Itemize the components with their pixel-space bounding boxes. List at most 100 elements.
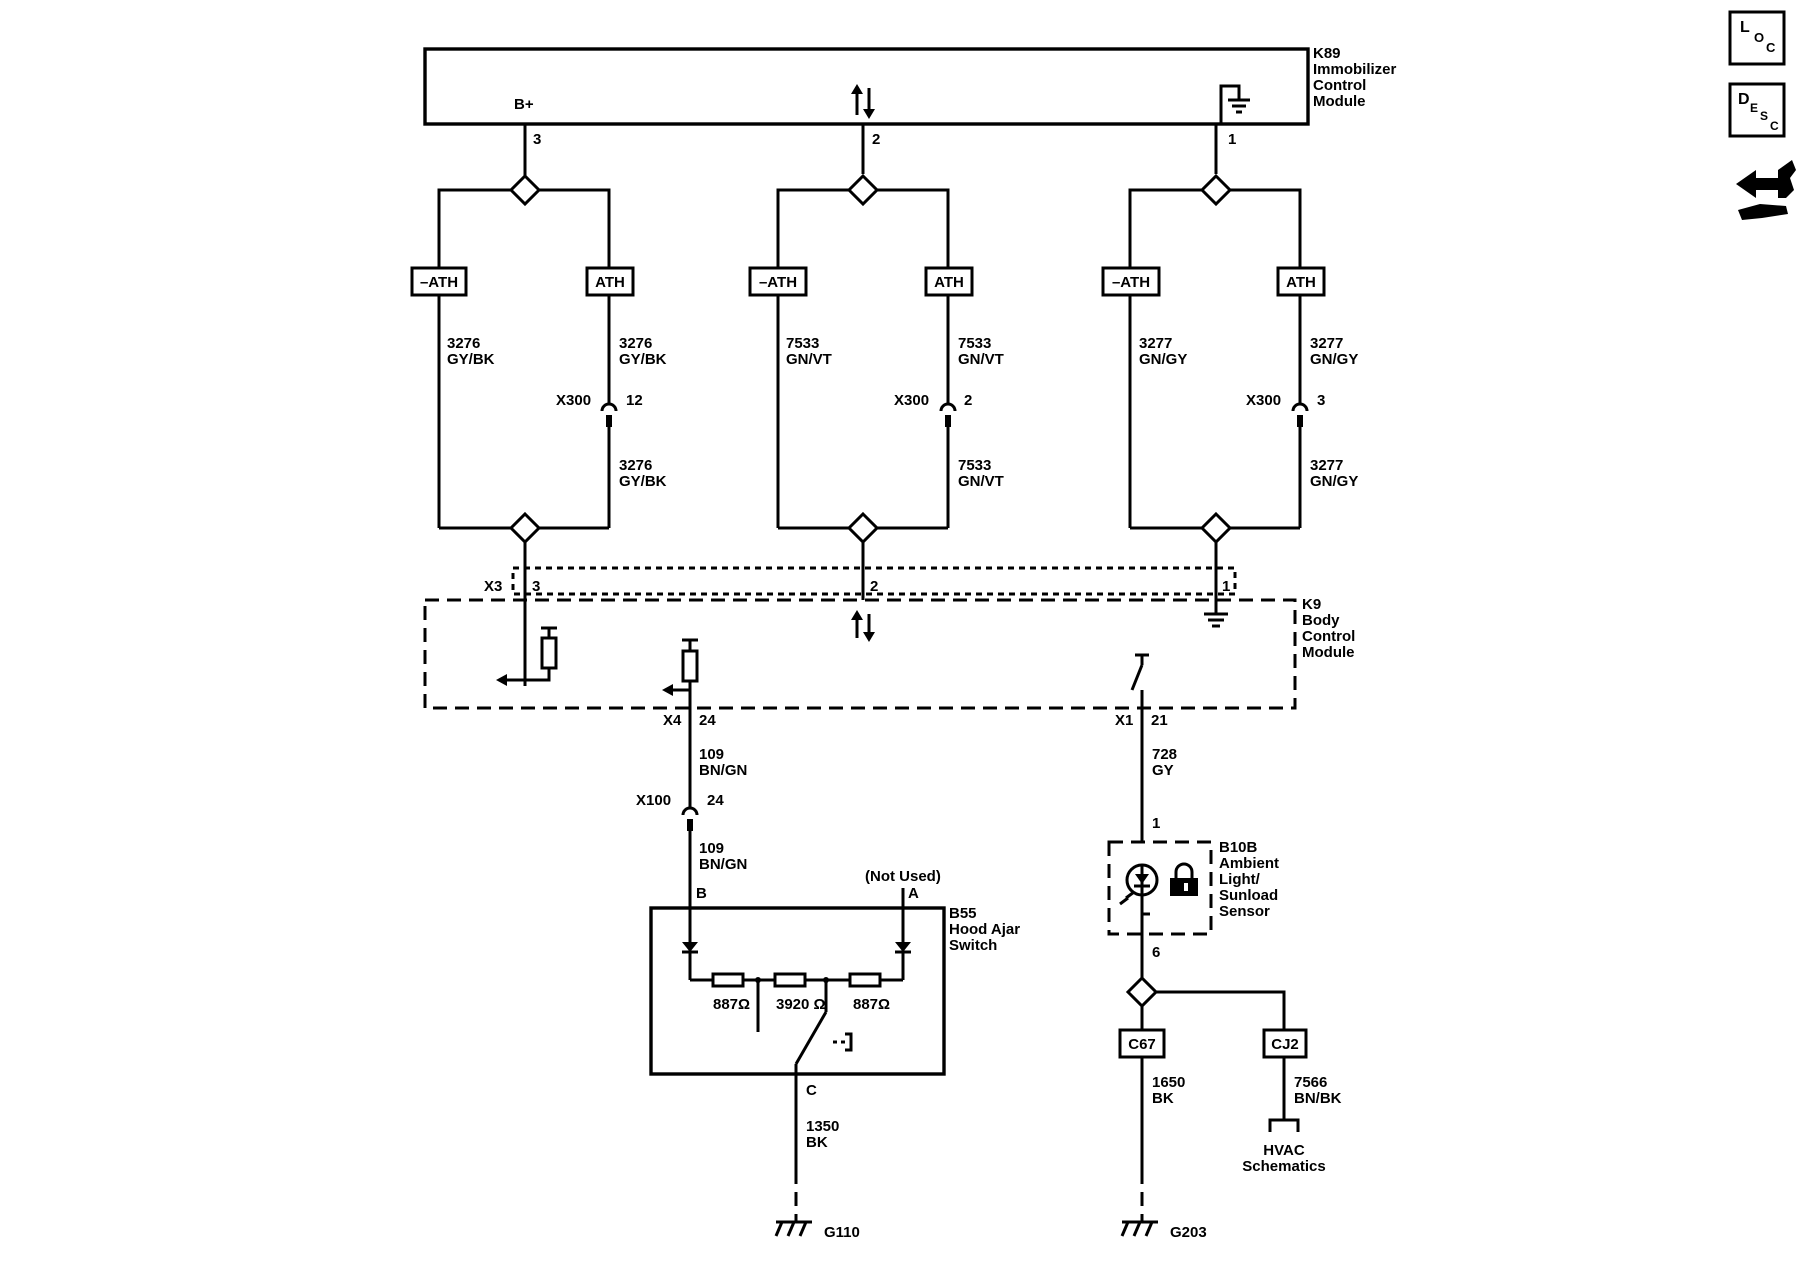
loc-icon[interactable]: L O C xyxy=(1728,10,1786,66)
splice-3277-top xyxy=(1199,173,1233,207)
c3276-right-color: GY/BK xyxy=(619,351,667,368)
repair-wrench-icon[interactable] xyxy=(1736,160,1796,220)
desc-icon[interactable]: D E S C xyxy=(1728,82,1786,138)
x3-pin-1: 1 xyxy=(1222,578,1230,595)
option-ath-1-label: ATH xyxy=(595,274,625,291)
b55-switch-box xyxy=(649,906,946,1076)
c3277-right-num: 3277 xyxy=(1310,335,1343,352)
desc-letter-c: C xyxy=(1770,119,1779,133)
c3277-low-num: 3277 xyxy=(1310,457,1343,474)
k9-name-line3: Module xyxy=(1302,644,1355,661)
x300-label-3: X300 xyxy=(1246,392,1281,409)
x4-label: X4 xyxy=(663,712,682,729)
g110-ground-icon xyxy=(774,1220,812,1237)
k89-pin-3: 3 xyxy=(533,131,541,148)
lock-icon xyxy=(1170,862,1198,896)
desc-letter-d: D xyxy=(1738,91,1750,108)
w1650-color: BK xyxy=(1152,1090,1174,1107)
circuit-3277-group xyxy=(1128,124,1302,612)
b55-r1: 887Ω xyxy=(713,996,750,1013)
x300-pin3-connector-icon xyxy=(1291,402,1309,427)
c3277-left-num: 3277 xyxy=(1139,335,1172,352)
c7533-left-color: GN/VT xyxy=(786,351,832,368)
w109b-num: 109 xyxy=(699,840,724,857)
b55-ref: B55 xyxy=(949,905,977,922)
b10b-sensor-box xyxy=(1107,840,1213,936)
c3276-right-num: 3276 xyxy=(619,335,652,352)
b10b-ref: B10B xyxy=(1219,839,1258,856)
c3276-low-num: 3276 xyxy=(619,457,652,474)
x300-pin-3: 3 xyxy=(1317,392,1325,409)
c3276-left-num: 3276 xyxy=(447,335,480,352)
x300-pin2-connector-icon xyxy=(939,402,957,427)
k89-ground-icon xyxy=(1219,84,1250,124)
x300-pin12-connector-icon xyxy=(600,402,618,427)
k9-name-line2: Control xyxy=(1302,628,1355,645)
k89-ref: K89 xyxy=(1313,45,1341,62)
k9-pin3-input-circuit xyxy=(496,600,558,686)
splice-3276-top xyxy=(508,173,542,207)
w1350-color: BK xyxy=(806,1134,828,1151)
c3276-left-color: GY/BK xyxy=(447,351,495,368)
b55-r2: 3920 Ω xyxy=(776,996,826,1013)
hvac-reference-arrow-icon xyxy=(1268,1118,1300,1132)
option-ath-2-label: ATH xyxy=(934,274,964,291)
option-neg-ath-1 xyxy=(410,266,468,297)
k9-ground-icon xyxy=(1204,600,1228,628)
b55-r3: 887Ω xyxy=(853,996,890,1013)
w7566-color: BN/BK xyxy=(1294,1090,1342,1107)
serial-data-arrows-icon xyxy=(851,84,875,119)
desc-letter-s: S xyxy=(1760,109,1768,123)
k9-serial-data-arrows-icon xyxy=(851,610,875,642)
b55-not-used: (Not Used) xyxy=(865,868,941,885)
splice-3277-bottom xyxy=(1199,511,1233,545)
b55-pin-a: A xyxy=(908,885,919,902)
b10b-pin-1: 1 xyxy=(1152,815,1160,832)
splice-3276-bottom xyxy=(508,511,542,545)
splice-7533-top xyxy=(846,173,880,207)
hvac-line2: Schematics xyxy=(1242,1158,1325,1175)
x300-label-2: X300 xyxy=(894,392,929,409)
splice-7533-bottom xyxy=(846,511,880,545)
desc-letter-e: E xyxy=(1750,101,1758,115)
g203-ground-icon xyxy=(1120,1220,1158,1237)
b10b-name-line4: Sensor xyxy=(1219,903,1270,920)
k9-ref: K9 xyxy=(1302,596,1321,613)
c3276-low-color: GY/BK xyxy=(619,473,667,490)
k9-name-line1: Body xyxy=(1302,612,1340,629)
k89-module-box xyxy=(423,47,1310,126)
b10b-pin-6: 6 xyxy=(1152,944,1160,961)
x300-pin-12: 12 xyxy=(626,392,643,409)
c3277-right-color: GN/GY xyxy=(1310,351,1358,368)
c7533-right-color: GN/VT xyxy=(958,351,1004,368)
loc-letter-o: O xyxy=(1754,30,1764,45)
k89-pin-2: 2 xyxy=(872,131,880,148)
option-c67-label: C67 xyxy=(1128,1036,1156,1053)
option-neg-ath-2 xyxy=(748,266,808,297)
x4-pin-24: 24 xyxy=(699,712,716,729)
option-cj2-label: CJ2 xyxy=(1271,1036,1299,1053)
circuit-7533-group xyxy=(776,124,950,600)
option-neg-ath-3-label: –ATH xyxy=(1112,274,1150,291)
w109a-num: 109 xyxy=(699,746,724,763)
x1-pin-21: 21 xyxy=(1151,712,1168,729)
option-neg-ath-1-label: –ATH xyxy=(420,274,458,291)
w109b-color: BN/GN xyxy=(699,856,747,873)
c3277-low-color: GN/GY xyxy=(1310,473,1358,490)
x3-label: X3 xyxy=(484,578,502,595)
x1-label: X1 xyxy=(1115,712,1133,729)
k89-name-line3: Module xyxy=(1313,93,1366,110)
loc-letter-l: L xyxy=(1740,19,1750,36)
photodiode-icon xyxy=(1119,863,1159,916)
c7533-left-num: 7533 xyxy=(786,335,819,352)
k89-bplus-label: B+ xyxy=(514,96,534,113)
option-ath-3-label: ATH xyxy=(1286,274,1316,291)
w109a-color: BN/GN xyxy=(699,762,747,779)
b55-internal-network xyxy=(682,940,911,1075)
x100-label: X100 xyxy=(636,792,671,809)
w728-color: GY xyxy=(1152,762,1174,779)
x100-connector-icon xyxy=(681,806,699,831)
k89-name-line2: Control xyxy=(1313,77,1366,94)
g110-label: G110 xyxy=(824,1224,860,1241)
